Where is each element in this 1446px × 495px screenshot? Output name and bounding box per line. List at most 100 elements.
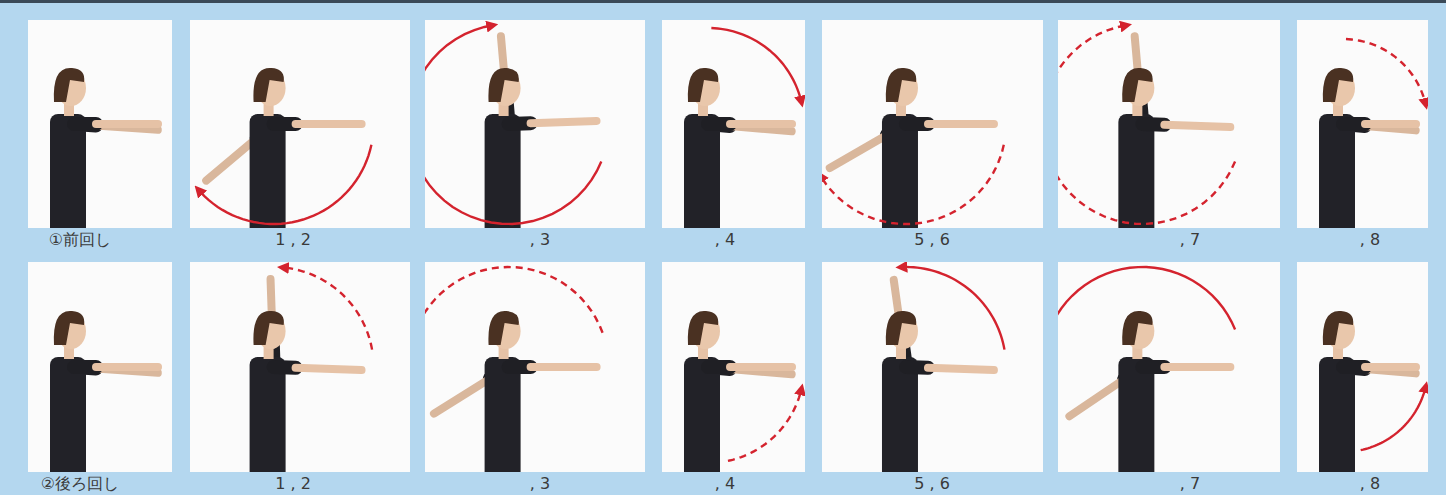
hair [688,311,718,345]
panel-ground [822,20,1043,228]
hair [1323,68,1353,102]
photo-panel [662,262,805,472]
photo-panel [1297,20,1428,228]
count-label: 1 , 2 [275,231,311,249]
motion-arrow [822,145,1004,224]
arm [96,120,158,128]
hair [253,68,283,102]
hair [886,68,916,102]
motion-arrow [1361,385,1426,450]
photo-panel [190,262,410,472]
torso [50,114,86,228]
photo-panel [822,262,1043,472]
hair [54,311,84,345]
motion-arrow [1058,267,1235,417]
torso [250,357,286,472]
arm [1365,120,1416,128]
torso [684,357,720,472]
motion-arrow [711,28,802,104]
torso [485,357,521,472]
count-label: , 8 [1360,475,1380,493]
panel-ground [425,262,645,472]
photo-panel [1297,262,1428,472]
hair [1323,311,1353,345]
panel-ground [822,262,1043,472]
count-label: 5 , 6 [914,231,950,249]
arm [96,363,158,371]
count-label: , 4 [715,231,735,249]
photo-panel [1058,20,1280,228]
panel-ground [190,262,410,472]
arm [531,121,597,123]
motion-arrow [728,387,802,461]
arm [206,138,257,180]
motion-arrow [197,145,371,224]
count-label: 5 , 6 [914,475,950,493]
photo-panel [190,20,410,228]
motion-arrow [425,267,603,414]
motion-arrow [1058,25,1235,224]
photo-panel [425,20,645,228]
torso [485,114,521,228]
panel-ground [662,20,805,228]
panel-ground [1297,262,1428,472]
count-label: , 7 [1180,475,1200,493]
hair [253,311,283,345]
hair [1122,311,1152,345]
torso [1118,357,1154,472]
count-label: , 4 [715,475,735,493]
exercise-title: ②後ろ回し [41,475,119,493]
photo-panel [425,262,645,472]
hair [488,311,518,345]
count-label: , 8 [1360,231,1380,249]
hair [54,68,84,102]
panel-ground [1058,20,1280,228]
panel-ground [425,20,645,228]
hair [886,311,916,345]
arm [730,120,792,128]
hair [1122,68,1152,102]
arm [730,363,792,371]
arm [830,135,887,168]
photo-panel [662,20,805,228]
torso [50,357,86,472]
arm [434,379,490,414]
torso [882,357,918,472]
panel-ground [28,20,172,228]
hair [488,68,518,102]
photo-panel [1058,262,1280,472]
arm [531,363,597,371]
panel-ground [1297,20,1428,228]
panel-ground [1058,262,1280,472]
photo-panel [28,20,172,228]
count-label: , 3 [530,231,550,249]
arm [296,368,362,370]
count-label: , 3 [530,475,550,493]
photo-panel [822,20,1043,228]
arm [928,368,994,370]
torso [250,114,286,228]
count-label: , 7 [1180,231,1200,249]
motion-arrow [281,267,373,349]
exercise-title: ①前回し [49,231,111,249]
top-rule [0,0,1446,3]
torso [1319,357,1355,472]
panel-ground [28,262,172,472]
arm [1164,363,1230,371]
motion-arrow [899,267,1004,350]
arm [1164,125,1230,127]
arm [1069,379,1124,416]
arm [296,120,362,128]
torso [684,114,720,228]
torso [1319,114,1355,228]
arm [928,120,994,128]
photo-panel [28,262,172,472]
hair [688,68,718,102]
arm [1365,363,1416,371]
panel-ground [190,20,410,228]
motion-arrow [1346,39,1426,106]
count-label: 1 , 2 [275,475,311,493]
motion-arrow [425,25,601,224]
panel-ground [662,262,805,472]
